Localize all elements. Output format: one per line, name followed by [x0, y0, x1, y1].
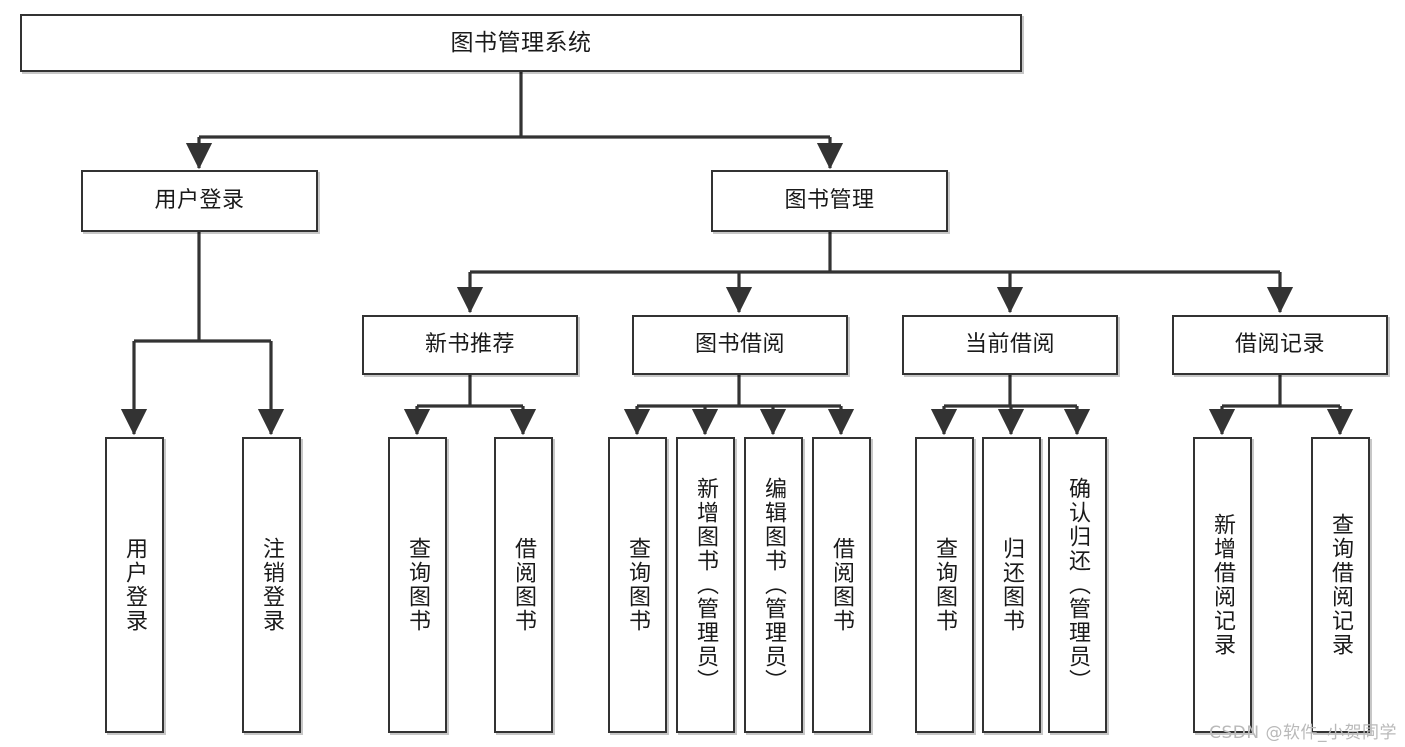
leaf-query-book-1[interactable]: 查询图书 [388, 437, 447, 733]
node-book-borrow[interactable]: 图书借阅 [632, 315, 848, 375]
leaf-borrow-book-1[interactable]: 借阅图书 [494, 437, 553, 733]
node-root[interactable]: 图书管理系统 [20, 14, 1022, 72]
leaf-query-book-2[interactable]: 查询图书 [608, 437, 667, 733]
node-current-borrow[interactable]: 当前借阅 [902, 315, 1118, 375]
leaf-confirm-return[interactable]: 确认归还（管理员） [1048, 437, 1107, 733]
node-user-login-label: 用户登录 [154, 187, 245, 213]
leaf-query-book-3-label: 查询图书 [932, 537, 958, 633]
leaf-edit-book-label: 编辑图书（管理员） [761, 477, 787, 693]
node-borrow-record[interactable]: 借阅记录 [1172, 315, 1388, 375]
node-new-book-recommend[interactable]: 新书推荐 [362, 315, 578, 375]
node-current-borrow-label: 当前借阅 [964, 331, 1055, 357]
leaf-add-borrow-record-label: 新增借阅记录 [1210, 513, 1236, 657]
leaf-query-borrow-record-label: 查询借阅记录 [1328, 513, 1354, 657]
leaf-borrow-book-2[interactable]: 借阅图书 [812, 437, 871, 733]
leaf-query-book-2-label: 查询图书 [625, 537, 651, 633]
node-root-label: 图书管理系统 [450, 29, 592, 56]
watermark-text: CSDN @软件_小贺同学 [1209, 723, 1397, 743]
node-user-login[interactable]: 用户登录 [81, 170, 318, 232]
leaf-return-book[interactable]: 归还图书 [982, 437, 1041, 733]
node-book-manage-label: 图书管理 [784, 187, 875, 213]
leaf-user-login-label: 用户登录 [122, 537, 148, 633]
leaf-query-book-3[interactable]: 查询图书 [915, 437, 974, 733]
node-book-manage[interactable]: 图书管理 [711, 170, 948, 232]
leaf-add-book-label: 新增图书（管理员） [693, 477, 719, 693]
node-new-book-recommend-label: 新书推荐 [424, 331, 515, 357]
leaf-add-borrow-record[interactable]: 新增借阅记录 [1193, 437, 1252, 733]
leaf-return-book-label: 归还图书 [999, 537, 1025, 633]
leaf-query-book-1-label: 查询图书 [405, 537, 431, 633]
node-book-borrow-label: 图书借阅 [694, 331, 785, 357]
leaf-logout-login[interactable]: 注销登录 [242, 437, 301, 733]
leaf-borrow-book-1-label: 借阅图书 [511, 537, 537, 633]
leaf-borrow-book-2-label: 借阅图书 [829, 537, 855, 633]
leaf-logout-login-label: 注销登录 [259, 537, 285, 633]
node-borrow-record-label: 借阅记录 [1234, 331, 1325, 357]
leaf-user-login[interactable]: 用户登录 [105, 437, 164, 733]
leaf-edit-book[interactable]: 编辑图书（管理员） [744, 437, 803, 733]
leaf-add-book[interactable]: 新增图书（管理员） [676, 437, 735, 733]
leaf-query-borrow-record[interactable]: 查询借阅记录 [1311, 437, 1370, 733]
leaf-confirm-return-label: 确认归还（管理员） [1065, 477, 1091, 693]
